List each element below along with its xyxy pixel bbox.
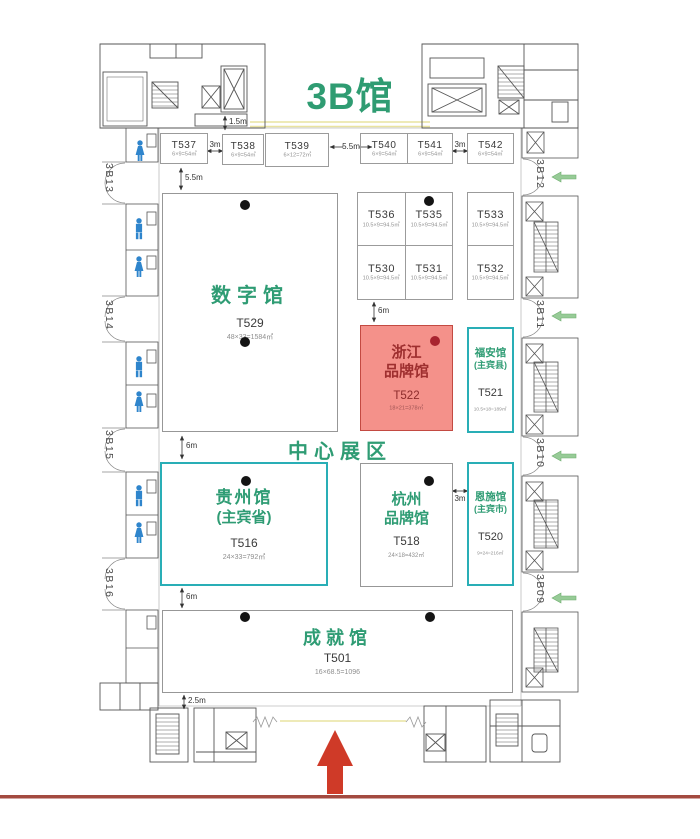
- entrance-arrow-icon: [551, 592, 577, 604]
- hall-zhejiang-t522[interactable]: 浙江 品牌馆 T522 18×21=378㎡: [360, 325, 453, 431]
- column-marker: [240, 200, 250, 210]
- female-restroom-icon: [134, 256, 144, 277]
- male-restroom-icon: [135, 485, 143, 507]
- gate-label-3b10: 3B10: [534, 438, 546, 469]
- column-marker: [240, 612, 250, 622]
- dim-label: 6m: [186, 592, 198, 601]
- entrance-arrow-icon: [551, 171, 577, 183]
- hall-fuan-t521[interactable]: 福安馆 (主宾县) T521 10.5×18=189㎡: [467, 327, 514, 433]
- gate-label-3b16: 3B16: [103, 568, 115, 599]
- gate-label-3b09: 3B09: [534, 574, 546, 605]
- female-restroom-icon: [135, 140, 145, 161]
- hall-boundary: [158, 127, 522, 707]
- column-marker: [424, 196, 434, 206]
- column-marker: [240, 337, 250, 347]
- restroom-icons: [134, 140, 145, 543]
- entrance-arrow-icon: [551, 450, 577, 462]
- dim-label: 3m: [454, 140, 466, 149]
- female-restroom-icon: [134, 522, 144, 543]
- male-restroom-icon: [135, 356, 143, 378]
- bottom-boundary-line: [0, 795, 700, 799]
- hall-achievement-t501[interactable]: 成就馆 T501 16×68.5=1096: [162, 610, 513, 693]
- column-marker: [425, 612, 435, 622]
- gate-label-3b15: 3B15: [103, 430, 115, 461]
- entrance-arrow-icon: [551, 310, 577, 322]
- bottom-right-block: [423, 699, 561, 763]
- dim-label: 2.5m: [188, 696, 206, 705]
- top-left-block: [99, 43, 266, 129]
- hall-title: 3B馆: [306, 76, 394, 117]
- dim-label: 1.5m: [229, 117, 247, 126]
- hall-digital-t529[interactable]: 数字馆 T529 48×33=1584㎡: [162, 193, 338, 432]
- gate-label-3b12: 3B12: [534, 159, 546, 190]
- dim-label: 5.5m: [185, 173, 203, 182]
- dimension-arrows: [178, 115, 469, 710]
- right-wall-stairs: [521, 127, 579, 693]
- center-zone-label: 中心展区: [288, 441, 392, 463]
- gate-label-3b11: 3B11: [534, 300, 546, 330]
- gate-label-3b14: 3B14: [103, 300, 115, 331]
- gate-label-3b13: 3B13: [103, 163, 115, 194]
- break-line-symbols: [252, 715, 427, 729]
- male-restroom-icon: [135, 218, 143, 240]
- dim-label: 6m: [186, 441, 198, 450]
- dim-label: 6m: [378, 306, 390, 315]
- hall-guizhou-t516[interactable]: 贵州馆 (主宾省) T516 24×33=792㎡: [160, 462, 328, 586]
- main-entrance-arrow-icon: [317, 730, 353, 794]
- yellow-guide-lines: [250, 121, 430, 722]
- dim-label: 3m: [454, 494, 466, 503]
- hall-enshi-t520[interactable]: 恩施馆 (主宾市) T520 9×24=216㎡: [467, 462, 514, 586]
- right-wall-door-arcs: [522, 158, 544, 612]
- column-marker: [424, 476, 434, 486]
- left-wall-rooms: [125, 127, 159, 684]
- column-marker: [241, 476, 251, 486]
- hall-hangzhou-t518[interactable]: 杭州 品牌馆 T518 24×18=432㎡: [360, 463, 453, 587]
- female-restroom-icon: [134, 391, 144, 412]
- dim-label: 3m: [209, 140, 221, 149]
- bottom-left-block: [99, 682, 257, 763]
- left-wall-door-arcs: [102, 161, 126, 611]
- top-right-block: [421, 43, 579, 129]
- side-entrance-arrows: [551, 171, 577, 604]
- dim-label: 5.5m: [342, 142, 360, 151]
- column-marker-red: [430, 336, 440, 346]
